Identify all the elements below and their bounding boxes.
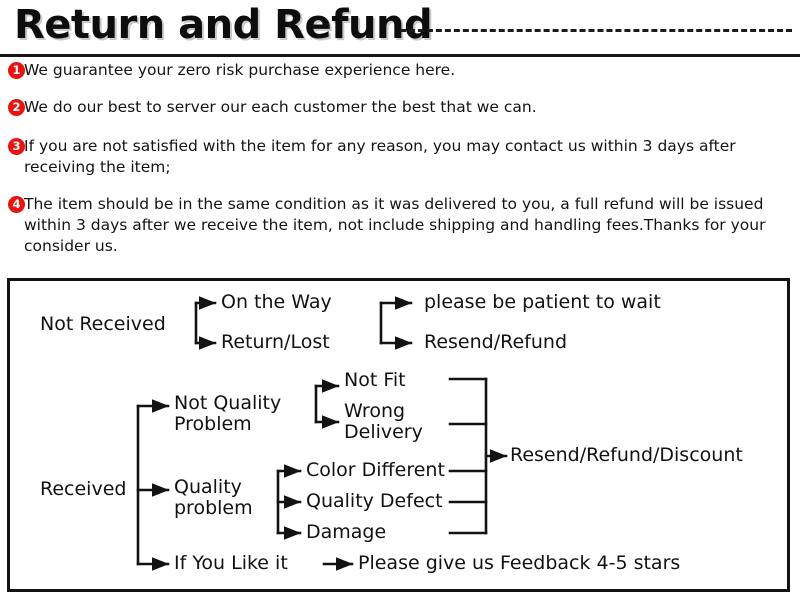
flow-node-not-quality-problem: Not Quality Problem xyxy=(174,392,282,435)
flow-node-not-fit: Not Fit xyxy=(344,369,406,391)
header: Return and Refund xyxy=(0,0,800,58)
number-badge-1: 1 xyxy=(8,62,25,79)
flow-node-color-different: Color Different xyxy=(306,459,445,481)
policy-item-1: 1 We guarantee your zero risk purchase e… xyxy=(0,60,800,81)
policy-list: 1 We guarantee your zero risk purchase e… xyxy=(0,60,800,266)
flow-node-damage: Damage xyxy=(306,521,387,543)
header-divider xyxy=(0,54,800,57)
policy-text-4: The item should be in the same condition… xyxy=(24,195,766,255)
policy-text-1: We guarantee your zero risk purchase exp… xyxy=(24,61,456,79)
policy-item-3: 3 If you are not satisfied with the item… xyxy=(0,136,800,178)
flow-node-return-lost: Return/Lost xyxy=(221,331,330,353)
number-badge-2: 2 xyxy=(8,99,25,116)
flow-node-quality-defect: Quality Defect xyxy=(306,490,443,512)
flow-node-quality-problem: Quality problem xyxy=(174,476,253,519)
flow-node-on-the-way: On the Way xyxy=(221,291,332,313)
flowchart-connectors xyxy=(136,296,508,571)
flow-node-wrong-delivery: Wrong Delivery xyxy=(344,400,423,443)
flow-node-resend-refund-discount: Resend/Refund/Discount xyxy=(510,444,743,466)
flow-node-received: Received xyxy=(40,478,127,500)
title-dashed-rule xyxy=(400,29,792,32)
flowchart-panel: Not Received On the Way Return/Lost plea… xyxy=(7,278,790,592)
policy-text-2: We do our best to server our each custom… xyxy=(24,98,537,116)
policy-item-2: 2 We do our best to server our each cust… xyxy=(0,97,800,118)
flow-node-if-you-like-it: If You Like it xyxy=(174,552,288,574)
page-title: Return and Refund xyxy=(14,2,433,48)
flow-node-please-wait: please be patient to wait xyxy=(424,291,661,313)
flow-node-resend-refund: Resend/Refund xyxy=(424,331,568,353)
policy-text-3: If you are not satisfied with the item f… xyxy=(24,137,736,176)
policy-item-4: 4 The item should be in the same conditi… xyxy=(0,194,800,257)
number-badge-3: 3 xyxy=(8,138,25,155)
flow-node-feedback: Please give us Feedback 4-5 stars xyxy=(358,552,681,574)
number-badge-4: 4 xyxy=(8,196,25,213)
flow-node-not-received: Not Received xyxy=(40,313,166,335)
